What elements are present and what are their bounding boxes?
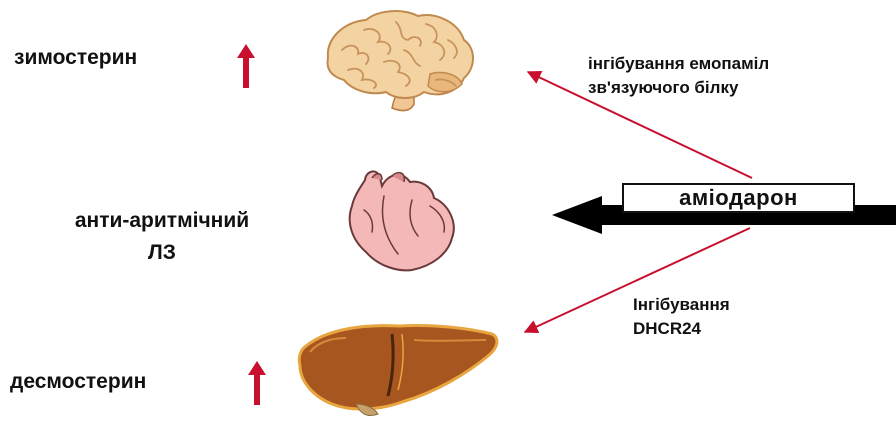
amiodarone-label: аміодарон xyxy=(622,183,855,213)
heart-icon xyxy=(350,171,454,270)
arrow-to-brain xyxy=(528,72,752,178)
liver-icon xyxy=(299,325,497,415)
arrow-to-liver xyxy=(525,228,750,332)
brain-icon xyxy=(328,11,473,111)
